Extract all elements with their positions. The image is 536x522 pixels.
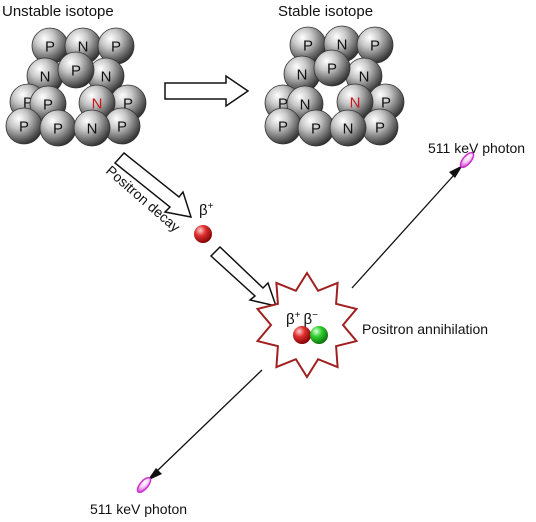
nucleon-letter: P xyxy=(278,119,288,136)
nucleon-letter: P xyxy=(303,38,313,55)
neutron-ball xyxy=(329,109,367,147)
nucleon-letter: N xyxy=(300,97,311,114)
positron-icon xyxy=(194,225,212,243)
nucleon-letter: N xyxy=(78,39,89,56)
annihilation-approach-arrow xyxy=(209,245,278,308)
nucleon-letter: P xyxy=(117,119,127,136)
photon-arrowhead-bottom xyxy=(147,468,162,481)
photon-path-top xyxy=(351,174,455,289)
nucleon-letter: N xyxy=(101,69,112,86)
nucleon-letter: N xyxy=(87,121,98,138)
positron-icon xyxy=(293,326,311,344)
nucleon-letter: P xyxy=(19,119,29,136)
nucleon-letter: P xyxy=(381,95,391,112)
nucleon-letter: N xyxy=(337,37,348,54)
nucleon-letter: N xyxy=(40,69,51,86)
beta-plus-label: β+ xyxy=(199,201,214,219)
unstable-isotope-title: Unstable isotope xyxy=(2,3,114,20)
nucleon-letter: P xyxy=(23,95,33,112)
nucleon-letter: P xyxy=(278,96,288,113)
positron-annihilation-label: Positron annihilation xyxy=(362,321,488,337)
nucleon-letter: P xyxy=(311,121,321,138)
photon-label-top: 511 keV photon xyxy=(428,140,525,156)
nucleon-letter: P xyxy=(43,97,53,114)
annihilation-star xyxy=(255,271,359,379)
positron-decay-arrow xyxy=(113,151,193,218)
nucleon-letter: P xyxy=(71,63,81,80)
nucleon-letter: P xyxy=(53,121,63,138)
nucleon-letter: P xyxy=(327,61,337,78)
nucleon-letter: N xyxy=(350,95,361,112)
nucleon-letter: P xyxy=(123,96,133,113)
photon-path-bottom xyxy=(156,369,263,472)
photon-icon xyxy=(136,476,152,494)
nucleon-letter: N xyxy=(343,121,354,138)
electron-icon xyxy=(310,326,328,344)
beta-pair-label: β+β− xyxy=(286,310,318,328)
stable-isotope-title: Stable isotope xyxy=(278,3,373,20)
neutron-ball xyxy=(73,109,111,147)
nucleon-letter: P xyxy=(111,39,121,56)
nucleon-letter: N xyxy=(92,96,103,113)
proton-ball xyxy=(57,51,95,89)
photon-label-bottom: 511 keV photon xyxy=(90,501,187,517)
nucleon-letter: P xyxy=(45,39,55,56)
nucleon-letter: P xyxy=(375,120,385,137)
nucleon-letter: N xyxy=(359,69,370,86)
proton-ball xyxy=(313,49,351,87)
photon-icon xyxy=(459,151,475,169)
photon-arrowhead-top xyxy=(449,165,463,178)
transition-arrow xyxy=(164,74,250,108)
nucleon-letter: N xyxy=(297,67,308,84)
nucleon-letter: P xyxy=(370,38,380,55)
